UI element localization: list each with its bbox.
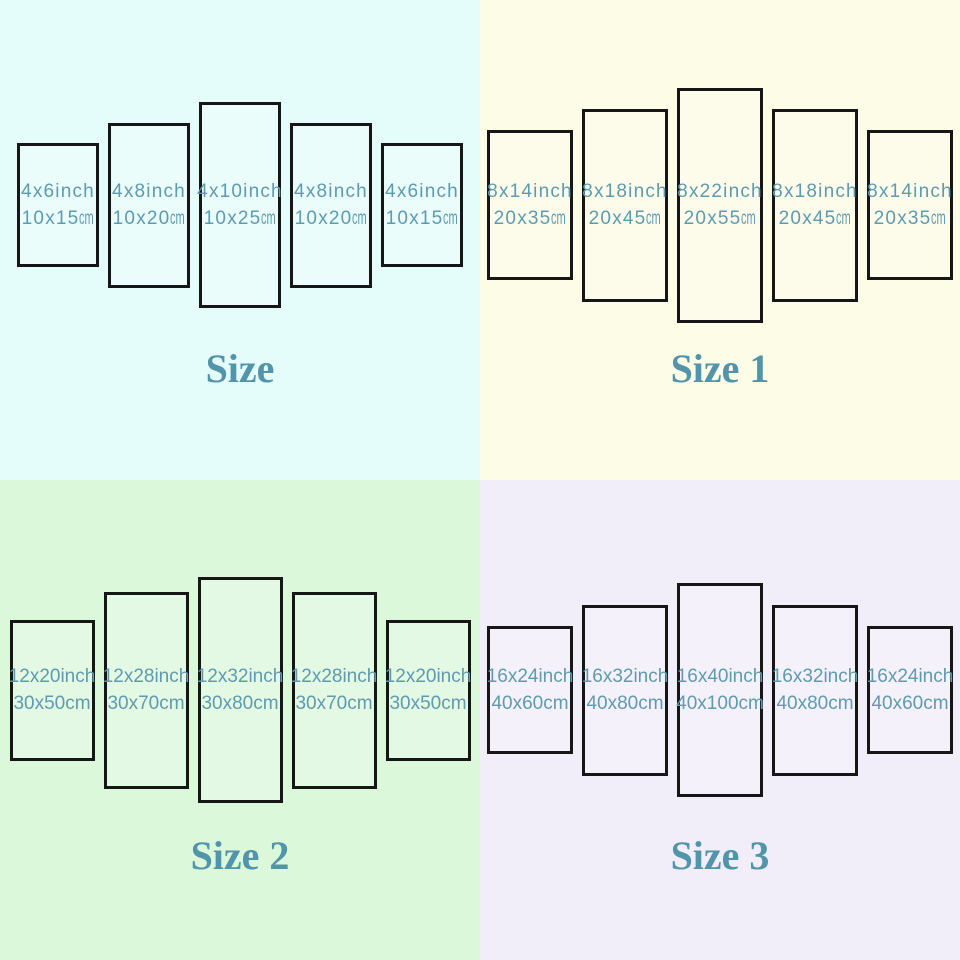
cm-dimensions: 10x20 [294, 208, 353, 229]
panel-size-cm: 40x80cm [776, 693, 854, 714]
quadrant-size-2: 12x20inch 30x50cm 12x28inch 30x70cm 12x32inc… [0, 480, 480, 960]
panel-size-inch: 4x6inch [21, 181, 95, 202]
panel-row: 16x24inch 40x60cm 16x32inch 40x80cm 16x40inc… [480, 480, 960, 900]
panel-size-cm: 10x15cm [386, 205, 459, 232]
panel-size-cm: 40x60cm [871, 693, 949, 714]
panel-size-cm: 30x50cm [389, 693, 467, 714]
panel-size-inch: 4x10inch [197, 181, 283, 202]
cm-dimensions: 20x55 [683, 208, 742, 229]
condensed-cm-unit: cm [836, 208, 852, 229]
panel-size-inch: 16x32inch [581, 666, 669, 687]
canvas-panel: 4x10inch 10x25cm [197, 102, 283, 308]
condensed-cm-unit: cm [551, 208, 567, 229]
panel-size-cm: 10x25cm [204, 205, 277, 232]
condensed-cm-unit: cm [352, 208, 368, 229]
panel-size-inch: 4x8inch [294, 181, 368, 202]
panel-size-cm: 30x70cm [107, 693, 185, 714]
canvas-panel: 12x32inch 30x80cm [196, 577, 284, 803]
panel-size-cm: 30x80cm [201, 693, 279, 714]
cm-dimensions: 10x20 [112, 208, 171, 229]
panel-size-inch: 8x18inch [772, 181, 858, 202]
canvas-panel: 16x24inch 40x60cm [867, 626, 953, 754]
canvas-panel: 4x8inch 10x20cm [108, 122, 190, 288]
cm-dimensions: 20x45 [778, 208, 837, 229]
panel-size-cm: 30x50cm [13, 693, 91, 714]
panel-size-inch: 16x24inch [866, 666, 954, 687]
panel-size-cm: 40x100cm [676, 693, 764, 714]
canvas-panel: 16x32inch 40x80cm [581, 604, 669, 776]
panel-size-cm: 10x20cm [295, 205, 368, 232]
quadrant-size-3: 16x24inch 40x60cm 16x32inch 40x80cm 16x40inc… [480, 480, 960, 960]
condensed-cm-unit: cm [741, 208, 757, 229]
panel-size-inch: 12x32inch [196, 666, 284, 687]
panel-size-cm: 10x20cm [113, 205, 186, 232]
cm-dimensions: 20x45 [588, 208, 647, 229]
panel-size-inch: 4x6inch [385, 181, 459, 202]
panel-size-cm: 30x70cm [295, 693, 373, 714]
canvas-panel: 12x28inch 30x70cm [290, 591, 378, 789]
canvas-panel: 16x40inch 40x100cm [676, 583, 764, 797]
panel-size-cm: 20x45cm [589, 205, 662, 232]
condensed-cm-unit: cm [646, 208, 662, 229]
canvas-panel: 12x28inch 30x70cm [102, 591, 190, 789]
panel-size-cm: 20x35cm [874, 205, 947, 232]
cm-dimensions: 20x35 [873, 208, 932, 229]
canvas-panel: 8x14inch 20x35cm [867, 130, 953, 280]
panel-size-inch: 8x14inch [867, 181, 953, 202]
canvas-panel: 16x32inch 40x80cm [771, 604, 859, 776]
condensed-cm-unit: cm [443, 208, 459, 229]
quadrant-title: Size [205, 346, 275, 391]
quadrant-title: Size 1 [670, 346, 770, 391]
panel-size-inch: 4x8inch [112, 181, 186, 202]
condensed-cm-unit: cm [931, 208, 947, 229]
canvas-panel: 12x20inch 30x50cm [384, 619, 472, 761]
condensed-cm-unit: cm [170, 208, 186, 229]
panel-size-inch: 16x32inch [771, 666, 859, 687]
panel-size-inch: 12x20inch [384, 666, 472, 687]
panel-size-inch: 8x18inch [582, 181, 668, 202]
panel-size-cm: 40x80cm [586, 693, 664, 714]
cm-dimensions: 10x15 [21, 208, 80, 229]
quadrant-title: Size 2 [190, 833, 290, 878]
panel-size-inch: 16x40inch [676, 666, 764, 687]
panel-size-cm: 20x55cm [684, 205, 757, 232]
cm-dimensions: 10x25 [203, 208, 262, 229]
panel-size-cm: 20x45cm [779, 205, 852, 232]
canvas-panel: 4x6inch 10x15cm [17, 143, 99, 267]
canvas-panel: 8x18inch 20x45cm [772, 108, 858, 302]
panel-size-cm: 40x60cm [491, 693, 569, 714]
panel-size-inch: 12x28inch [102, 666, 190, 687]
condensed-cm-unit: cm [79, 208, 95, 229]
canvas-panel: 8x22inch 20x55cm [677, 87, 763, 323]
panel-row: 12x20inch 30x50cm 12x28inch 30x70cm 12x32inc… [0, 480, 480, 900]
panel-size-inch: 16x24inch [486, 666, 574, 687]
canvas-panel: 8x14inch 20x35cm [487, 130, 573, 280]
canvas-panel: 12x20inch 30x50cm [8, 619, 96, 761]
panel-size-inch: 12x28inch [290, 666, 378, 687]
canvas-panel: 4x8inch 10x20cm [290, 122, 372, 288]
canvas-panel: 16x24inch 40x60cm [487, 626, 573, 754]
cm-dimensions: 10x15 [385, 208, 444, 229]
panel-size-inch: 8x14inch [487, 181, 573, 202]
canvas-panel: 8x18inch 20x45cm [582, 108, 668, 302]
cm-dimensions: 20x35 [493, 208, 552, 229]
panel-size-inch: 12x20inch [8, 666, 96, 687]
canvas-panel: 4x6inch 10x15cm [381, 143, 463, 267]
panel-size-inch: 8x22inch [677, 181, 763, 202]
quadrant-title: Size 3 [670, 833, 770, 878]
panel-size-cm: 10x15cm [22, 205, 95, 232]
condensed-cm-unit: cm [261, 208, 277, 229]
panel-size-cm: 20x35cm [494, 205, 567, 232]
